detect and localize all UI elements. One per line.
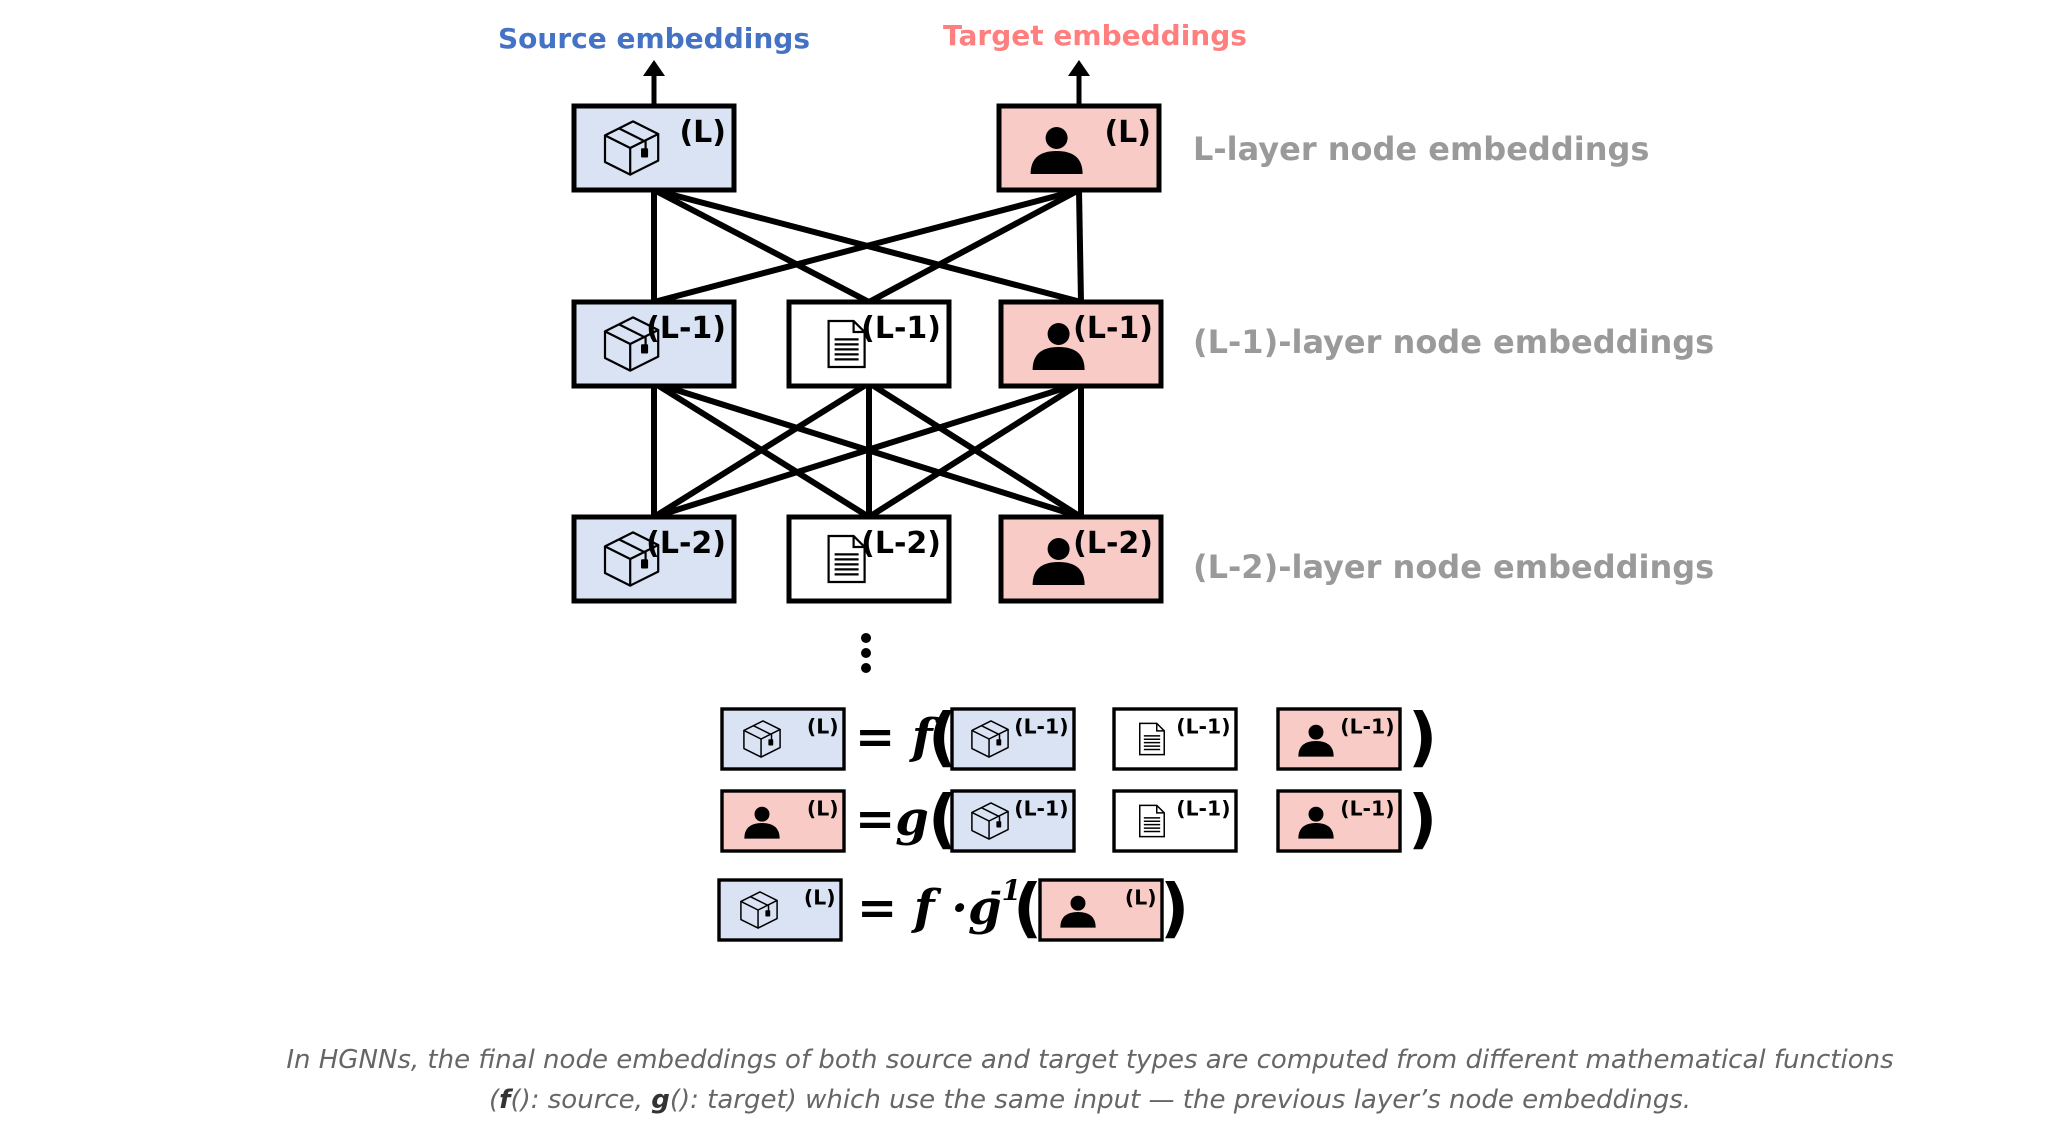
document-icon bbox=[1139, 804, 1165, 838]
document-icon bbox=[1139, 722, 1165, 756]
caption-part-2: (): source, bbox=[510, 1085, 652, 1115]
equation-1: (L)= f((L-1)(L-1)(L-1)) bbox=[720, 701, 1437, 775]
equation-lhs-node: (L) bbox=[717, 878, 843, 942]
node-tag: (L-1) bbox=[1014, 796, 1068, 820]
box-icon bbox=[740, 891, 778, 929]
node-tag: (L) bbox=[1125, 885, 1157, 909]
person-icon bbox=[1298, 806, 1334, 839]
close-paren: ) bbox=[1408, 701, 1437, 775]
person-icon bbox=[1298, 724, 1334, 757]
node-target-l-2: (L-2) bbox=[998, 514, 1164, 604]
box-icon bbox=[971, 720, 1009, 758]
ellipsis-dots bbox=[861, 633, 871, 673]
open-paren: ( bbox=[1013, 872, 1042, 946]
person-icon bbox=[1030, 127, 1083, 174]
node-tag: (L-2) bbox=[1073, 526, 1153, 561]
layer-label-l-2: (L-2)-layer node embeddings bbox=[1193, 548, 1714, 586]
equation-input-node: (L-1) bbox=[1276, 707, 1402, 771]
node-tag: (L-1) bbox=[1340, 714, 1394, 738]
node-target-l-1: (L-1) bbox=[998, 299, 1164, 389]
layer-label-l: L-layer node embeddings bbox=[1193, 130, 1649, 168]
node-tag: (L-1) bbox=[1176, 714, 1230, 738]
node-source-l-1: (L-1) bbox=[571, 299, 737, 389]
node-tag: (L-1) bbox=[1073, 311, 1153, 346]
person-icon bbox=[1032, 538, 1085, 585]
node-tag: (L-1) bbox=[646, 311, 726, 346]
node-tag: (L) bbox=[807, 714, 839, 738]
caption-part-3: (): target) which use the same input — t… bbox=[669, 1085, 1692, 1115]
node-tag: (L) bbox=[804, 885, 836, 909]
equation-lhs-node: (L) bbox=[720, 707, 846, 771]
equation-input-node: (L-1) bbox=[1276, 789, 1402, 853]
node-source-l-2: (L-2) bbox=[571, 514, 737, 604]
caption-part-1: In HGNNs, the final node embeddings of b… bbox=[286, 1045, 1894, 1115]
equation-lhs-node: (L) bbox=[720, 789, 846, 853]
node-tag: (L-2) bbox=[646, 526, 726, 561]
target-embeddings-label: Target embeddings bbox=[943, 19, 1247, 52]
equation-input-node: (L-1) bbox=[1112, 707, 1238, 771]
node-tag: (L) bbox=[807, 796, 839, 820]
equation-3: (L) = f ·g-1( (L)) bbox=[717, 872, 1189, 946]
close-paren: ) bbox=[1408, 783, 1437, 857]
node-tag: (L-1) bbox=[861, 311, 941, 346]
document-icon bbox=[827, 534, 866, 584]
equation-2: (L)=g((L-1)(L-1)(L-1)) bbox=[720, 783, 1437, 857]
box-icon bbox=[603, 120, 660, 176]
equation-operator: = f ·g bbox=[857, 880, 1002, 936]
caption-g: g bbox=[651, 1085, 670, 1115]
box-icon bbox=[971, 802, 1009, 840]
layer-connections bbox=[651, 187, 1084, 520]
figure-caption: In HGNNs, the final node embeddings of b… bbox=[260, 1040, 1920, 1120]
node-source-l: (L) bbox=[571, 103, 737, 193]
output-arrows bbox=[643, 60, 1090, 106]
node-doc-l-2: (L-2) bbox=[786, 514, 952, 604]
node-tag: (L-1) bbox=[1340, 796, 1394, 820]
box-icon bbox=[603, 316, 660, 372]
equation-input-node: (L-1) bbox=[1112, 789, 1238, 853]
equation-input-node: (L) bbox=[1038, 878, 1164, 942]
node-tag: (L) bbox=[679, 115, 726, 150]
caption-f: f bbox=[499, 1085, 511, 1115]
close-paren: ) bbox=[1160, 872, 1189, 946]
box-icon bbox=[603, 531, 660, 587]
box-icon bbox=[743, 720, 781, 758]
node-tag: (L-2) bbox=[861, 526, 941, 561]
equation-operator: = f bbox=[855, 709, 940, 765]
equation-superscript: -1 bbox=[990, 874, 1021, 907]
layer-label-l-1: (L-1)-layer node embeddings bbox=[1193, 323, 1714, 361]
node-tag: (L) bbox=[1104, 115, 1151, 150]
equation-input-node: (L-1) bbox=[950, 789, 1076, 853]
node-target-l: (L) bbox=[996, 103, 1162, 193]
node-tag: (L-1) bbox=[1176, 796, 1230, 820]
node-tag: (L-1) bbox=[1014, 714, 1068, 738]
person-icon bbox=[1060, 895, 1096, 928]
node-doc-l-1: (L-1) bbox=[786, 299, 952, 389]
person-icon bbox=[1032, 323, 1085, 370]
equation-input-node: (L-1) bbox=[950, 707, 1076, 771]
equation-operator: =g bbox=[855, 791, 929, 847]
document-icon bbox=[827, 319, 866, 369]
person-icon bbox=[744, 806, 780, 839]
source-embeddings-label: Source embeddings bbox=[498, 22, 810, 55]
